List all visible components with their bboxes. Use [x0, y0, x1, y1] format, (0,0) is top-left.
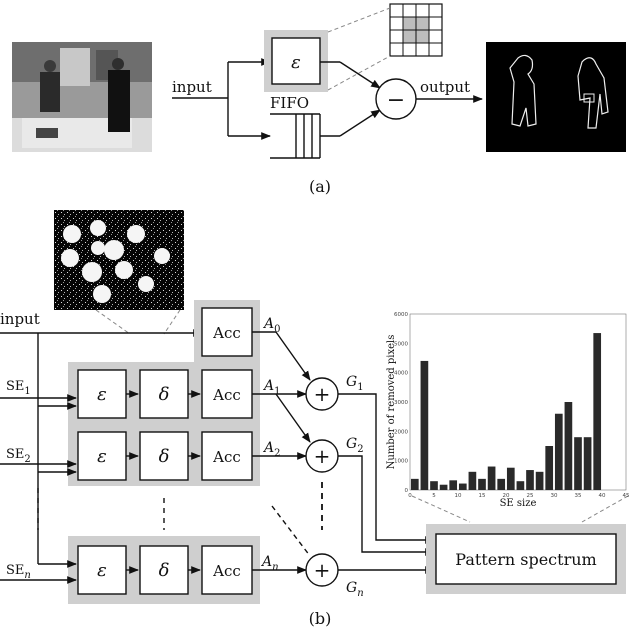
- fifo-buffer: [270, 113, 321, 159]
- y-tick-label: 6000: [394, 312, 408, 318]
- structuring-element-grid: [389, 3, 443, 57]
- x-tick-label: 10: [455, 493, 462, 499]
- svg-text:ε: ε: [97, 560, 107, 581]
- histogram-bar: [516, 481, 525, 490]
- erosion-block-n: [77, 545, 127, 595]
- x-tick-label: 0: [408, 493, 412, 499]
- histogram-bar: [468, 471, 477, 490]
- se2-label: SE2: [6, 447, 31, 465]
- erosion-block: [271, 37, 321, 85]
- gn-label: Gn: [346, 580, 364, 599]
- binary-input-image: [54, 210, 184, 310]
- se1-label: SE1: [6, 379, 31, 397]
- svg-text:Acc: Acc: [212, 386, 241, 404]
- fifo-label: FIFO: [270, 94, 309, 112]
- an-label: An: [260, 554, 279, 573]
- x-tick-label: 45: [623, 493, 630, 499]
- svg-text:δ: δ: [159, 560, 170, 581]
- output-edge-image: [486, 42, 626, 152]
- x-tick-label: 5: [432, 493, 436, 499]
- histogram-bar: [497, 478, 506, 490]
- accn-block: [201, 545, 253, 595]
- histogram-bar: [449, 480, 458, 490]
- pattern-spectrum-label: Pattern spectrum: [455, 550, 596, 569]
- x-tick-label: 40: [599, 493, 606, 499]
- x-tick-label: 35: [575, 493, 582, 499]
- histogram-bar: [439, 484, 448, 490]
- histogram-bar: [506, 467, 515, 490]
- histogram-bar: [564, 402, 573, 490]
- histogram-bar: [574, 437, 582, 490]
- histogram-bar: [583, 437, 592, 490]
- sen-label: SEn: [6, 563, 31, 581]
- minus-symbol: −: [387, 88, 405, 113]
- erosion-symbol: ε: [291, 52, 301, 73]
- svg-text:δ: δ: [159, 384, 170, 405]
- histogram-bar: [487, 466, 496, 490]
- output-label: output: [420, 78, 470, 96]
- svg-text:+: +: [314, 558, 331, 582]
- dilation-block-n: [139, 545, 189, 595]
- x-tick-label: 20: [503, 493, 510, 499]
- input-video-frame: [12, 42, 152, 152]
- a1-label: A1: [262, 378, 281, 397]
- histogram-bar: [410, 478, 419, 490]
- acc2-block: [201, 431, 253, 481]
- y-tick-label: 1000: [394, 459, 408, 465]
- svg-text:Acc: Acc: [212, 562, 241, 580]
- a0-label: A0: [262, 316, 281, 335]
- g2-label: G2: [346, 436, 364, 455]
- y-tick-label: 0: [405, 488, 409, 494]
- histogram-bar: [554, 413, 563, 490]
- input-label-a: input: [172, 78, 212, 96]
- histogram-bar: [526, 470, 534, 490]
- svg-text:Acc: Acc: [212, 448, 241, 466]
- panel-b: input Acc SE1 ε δ Acc SE2 ε δ Acc: [0, 210, 630, 628]
- x-tick-label: 25: [527, 493, 534, 499]
- histogram-bar: [458, 483, 467, 490]
- svg-text:+: +: [314, 382, 331, 406]
- y-tick-label: 3000: [394, 400, 408, 406]
- histogram-bar: [420, 360, 429, 490]
- svg-text:ε: ε: [97, 446, 107, 467]
- g1-label: G1: [346, 374, 364, 393]
- acc0-label: Acc: [212, 324, 241, 342]
- caption-b: (b): [309, 609, 332, 628]
- erosion-block-1: [77, 369, 127, 419]
- input-label-b: input: [0, 310, 40, 328]
- a2-label: A2: [262, 440, 281, 459]
- svg-text:+: +: [314, 444, 331, 468]
- svg-text:ε: ε: [97, 384, 107, 405]
- y-tick-label: 2000: [394, 429, 408, 435]
- pattern-spectrum-block: [435, 533, 617, 585]
- acc1-block: [201, 369, 253, 419]
- histogram-bar: [593, 333, 602, 490]
- chart-ylabel: Number of removed pixels: [386, 335, 397, 470]
- caption-a: (a): [309, 177, 331, 196]
- erosion-block-2: [77, 431, 127, 481]
- y-tick-label: 4000: [394, 371, 408, 377]
- histogram-bar: [478, 478, 486, 490]
- x-tick-label: 15: [479, 493, 486, 499]
- chart-xlabel: SE size: [500, 498, 537, 509]
- x-tick-label: 30: [551, 493, 558, 499]
- dilation-block-1: [139, 369, 189, 419]
- pattern-spectrum-chart: Number of removed pixels SE size 0 5 10 15 2…: [386, 312, 630, 509]
- histogram-bar: [545, 446, 554, 490]
- y-tick-label: 5000: [394, 341, 408, 347]
- panel-a: input ε FIFO: [12, 3, 626, 196]
- histogram-bar: [430, 481, 438, 490]
- svg-text:δ: δ: [159, 446, 170, 467]
- histogram-bar: [535, 471, 544, 490]
